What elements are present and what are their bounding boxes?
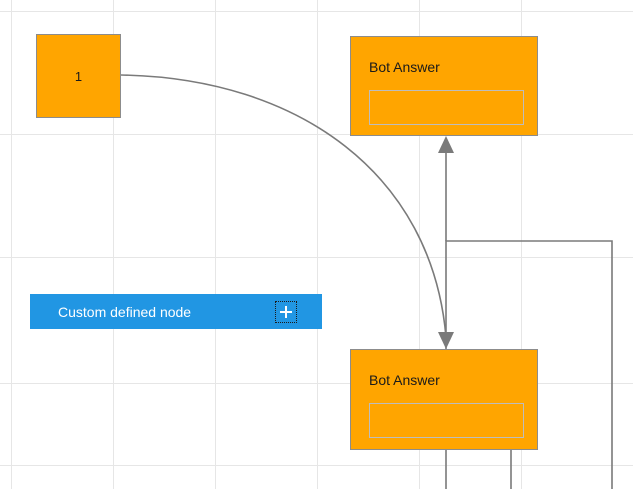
palette-item-custom-defined-node[interactable]: Custom defined node: [30, 294, 322, 329]
node-bot-answer-1[interactable]: Bot Answer: [350, 36, 538, 136]
node-bot-answer-1-slot[interactable]: [369, 90, 524, 125]
node-bot-answer-2[interactable]: Bot Answer: [350, 349, 538, 450]
plus-icon[interactable]: [275, 300, 297, 323]
node-bot-answer-1-title: Bot Answer: [369, 59, 440, 75]
node-start-label: 1: [74, 68, 83, 84]
node-bot-answer-2-slot[interactable]: [369, 403, 524, 438]
node-bot-answer-2-title: Bot Answer: [369, 372, 440, 388]
node-start[interactable]: 1: [36, 34, 121, 118]
palette-item-label: Custom defined node: [58, 303, 192, 320]
